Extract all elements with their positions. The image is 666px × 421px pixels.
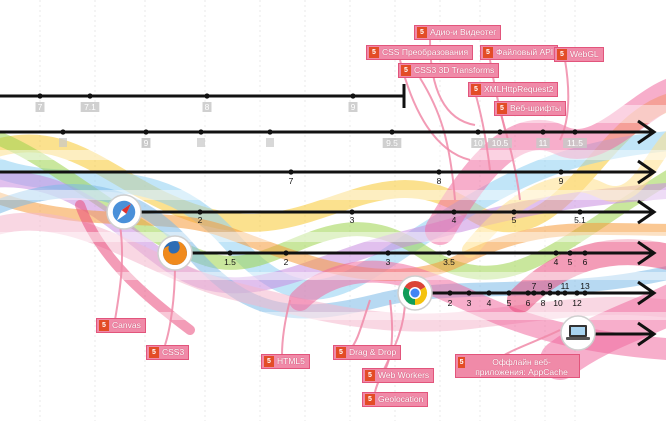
feature-tag-offline-apps: 5Оффлайн веб-приложения: AppCache: [455, 354, 580, 378]
html5-badge-icon: 5: [149, 347, 159, 358]
feature-tag-label: Оффлайн веб-приложения: AppCache: [468, 357, 575, 377]
firefox-icon: [158, 236, 192, 270]
feature-tag-label: WebGL: [570, 48, 599, 61]
feature-tag-label: CSS3: [162, 346, 184, 359]
html5-badge-icon: 5: [365, 370, 375, 381]
html5-badge-icon: 5: [497, 103, 507, 114]
feature-tag-label: CSS3 3D Transforms: [414, 64, 494, 77]
html5-badge-icon: 5: [365, 394, 375, 405]
html5-badge-icon: 5: [483, 47, 493, 58]
feature-tag-label: Web Workers: [378, 369, 429, 382]
feature-tag-label: Geolocation: [378, 393, 423, 406]
html5-badge-icon: 5: [264, 356, 274, 367]
html5-badge-icon: 5: [369, 47, 379, 58]
html5-badge-icon: 5: [458, 357, 465, 368]
feature-tag-xhr2: 5XMLHttpRequest2: [468, 82, 558, 97]
feature-tag-label: Drag & Drop: [349, 346, 396, 359]
html5-badge-icon: 5: [417, 27, 427, 38]
html5-badge-icon: 5: [99, 320, 109, 331]
feature-tag-label: Веб-шрифты: [510, 102, 561, 115]
chrome-icon: [398, 276, 432, 310]
html5-badge-icon: 5: [557, 49, 567, 60]
feature-tag-label: Файловый API: [496, 46, 553, 59]
feature-tag-label: Адио-и Видеотег: [430, 26, 496, 39]
laptop-icon: [561, 316, 595, 350]
safari-compass-icon: [107, 195, 141, 229]
feature-tag-label: CSS Преобразования: [382, 46, 468, 59]
feature-tag-label: Canvas: [112, 319, 141, 332]
html5-badge-icon: 5: [471, 84, 481, 95]
feature-tag-label: XMLHttpRequest2: [484, 83, 553, 96]
html5-badge-icon: 5: [336, 347, 346, 358]
feature-tag-label: HTML5: [277, 355, 305, 368]
html5-badge-icon: 5: [401, 65, 411, 76]
